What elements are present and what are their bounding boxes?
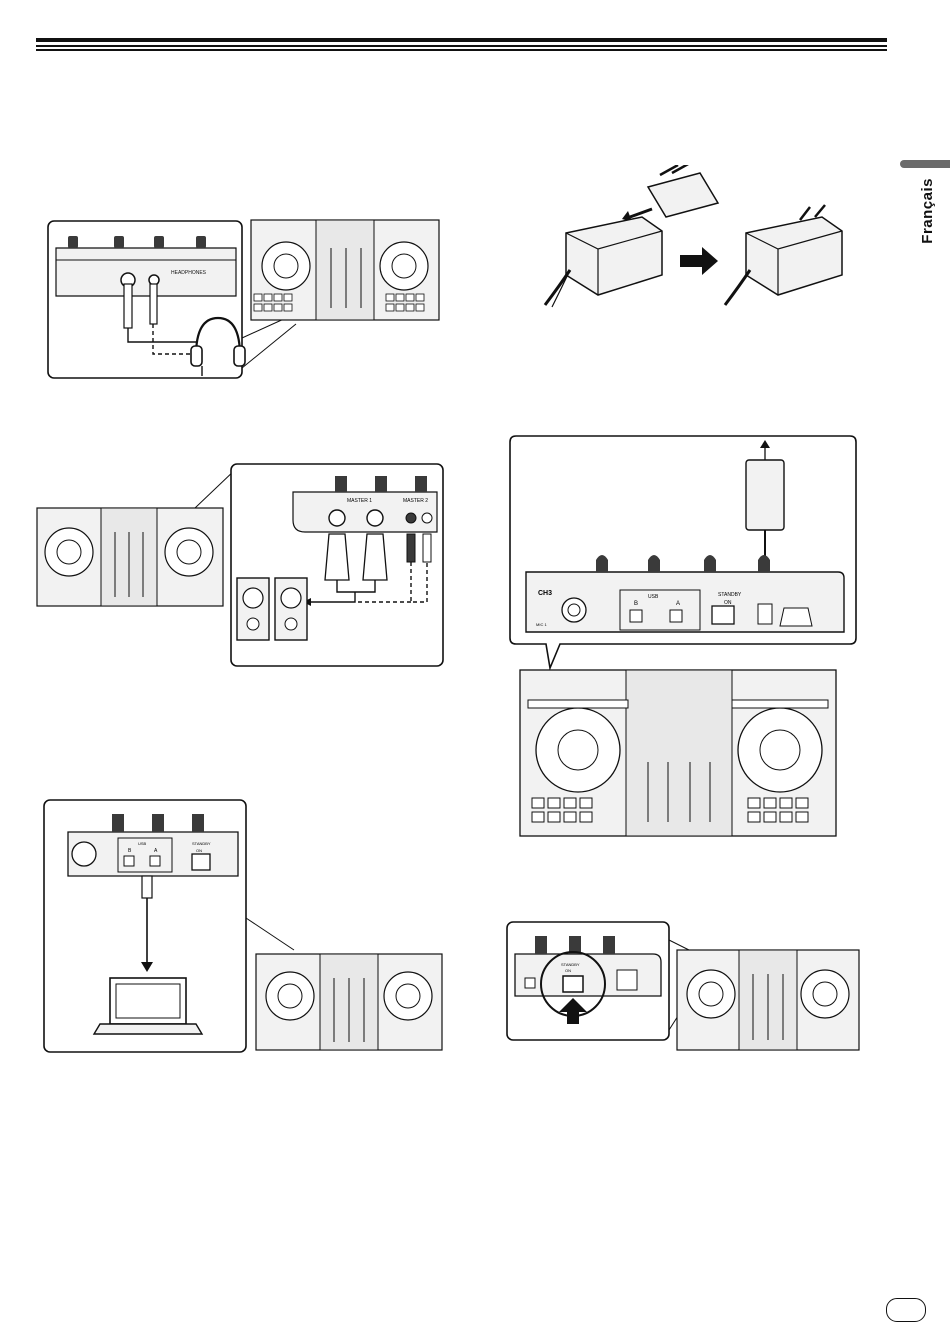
- controller-thumbnail: [251, 220, 439, 320]
- plug-small: [150, 284, 157, 324]
- figure-standby-switch-press: STANDBY ON: [505, 920, 860, 1052]
- page-number-badge: [886, 1298, 926, 1322]
- language-tab-bar: [900, 160, 950, 168]
- callout-frame: [510, 436, 856, 668]
- controller-thumbnail: [37, 508, 223, 606]
- headphones-jack-label: HEADPHONES: [171, 270, 207, 276]
- on-label: ON: [196, 848, 202, 853]
- standby-label: STANDBY: [561, 962, 580, 967]
- adapter-after: [725, 205, 842, 305]
- header-rule-thin-2: [36, 49, 887, 51]
- on-label: ON: [565, 968, 571, 973]
- figure-computer-usb-connection: USB B A STANDBY ON: [42, 798, 444, 1054]
- plug-large: [124, 284, 132, 328]
- header-rule-thin: [36, 45, 887, 47]
- standby-label: STANDBY: [192, 841, 211, 846]
- standby-label: STANDBY: [718, 592, 742, 598]
- on-label: ON: [724, 600, 732, 606]
- controller-thumbnail: [677, 950, 859, 1050]
- usb-a-label: A: [676, 601, 680, 607]
- figure-headphones-connection: HEADPHONES: [46, 218, 441, 380]
- figure-adapter-plug-attach: [530, 165, 860, 315]
- figure-speaker-connection: MASTER 1 MASTER 2: [35, 462, 447, 668]
- usb-label: USB: [138, 841, 147, 846]
- controller-full: [520, 670, 836, 836]
- figure-ac-adapter-connection: CH3 MIC 1 USB B A STANDBY ON: [508, 432, 858, 838]
- ac-plug-icon: [648, 165, 718, 217]
- master-1-label: MASTER 1: [347, 498, 372, 504]
- arrow-right-icon: [680, 247, 718, 275]
- master-2-label: MASTER 2: [403, 498, 428, 504]
- controller-thumbnail: [256, 954, 442, 1050]
- usb-label: USB: [648, 594, 659, 600]
- language-tab-label: Français: [919, 178, 936, 244]
- adapter-before: [545, 217, 662, 307]
- laptop-icon: [94, 978, 202, 1034]
- usb-b-label: B: [634, 601, 638, 607]
- front-panel: [56, 248, 236, 296]
- ch3-label: CH3: [538, 590, 552, 597]
- mic1-label: MIC 1: [536, 622, 547, 627]
- header-rule-thick: [36, 38, 887, 42]
